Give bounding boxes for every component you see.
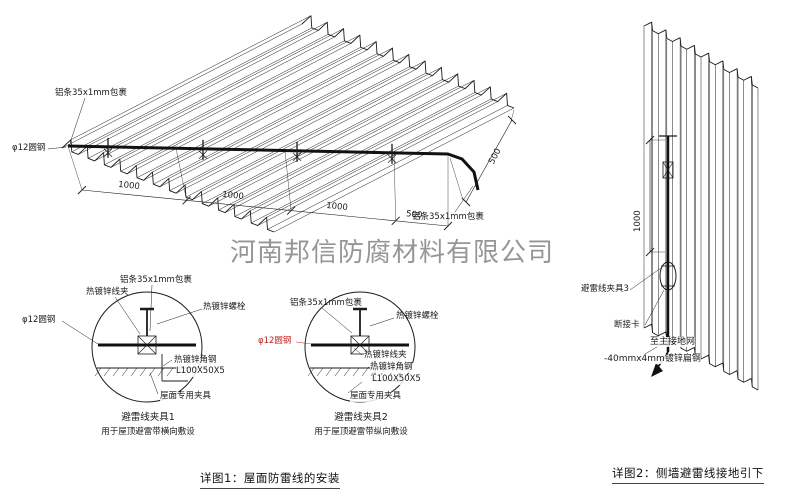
detail2-label-angle-spec: L100X50X5 (372, 374, 421, 385)
wall-label-disconnect: 断接卡 (614, 320, 640, 331)
detail2-label-bolt: 热镀锌螺栓 (396, 311, 439, 321)
detail1-label-strip: 铝条35x1mm包裹 (120, 275, 192, 285)
roof-dim-1000-b: 1000 (221, 189, 245, 203)
roof-label-aluminum-strip-right: 铝条35x1mm包裹 (412, 212, 484, 222)
roof-label-round-steel: φ12圆钢 (12, 143, 46, 153)
detail2-label-wire-clamp: 热镀锌线夹 (364, 350, 407, 361)
detail1-title: 避雷线夹具1 (121, 412, 175, 423)
detail2-label-round-steel: φ12圆钢 (258, 336, 292, 346)
caption-detail1: 详图1：屋面防雷线的安装 (200, 470, 340, 489)
wall-label-flat-steel: -40mmx4mm镀锌扁钢 (604, 354, 701, 365)
roof-corrugated-panel (61, 15, 515, 233)
detail2-label-angle-steel: 热镀锌角钢 (370, 362, 413, 373)
detail-circle-1 (91, 291, 203, 403)
detail2-subtitle: 用于屋顶避雷带纵向敷设 (314, 427, 408, 437)
wall-dim-1000: 1000 (633, 210, 643, 232)
watermark-text: 河南邦信防腐材料有限公司 (230, 238, 555, 268)
detail2-label-strip: 铝条35x1mm包裹 (290, 298, 362, 308)
detail2-label-roof-clamp: 屋面专用夹具 (350, 391, 402, 402)
lightning-wire-roof (67, 137, 480, 191)
detail2-title: 避雷线夹具2 (334, 412, 388, 423)
wall-corrugated-panel (643, 21, 759, 391)
roof-dim-500-a: 500 (405, 209, 423, 221)
detail1-label-roof-clamp: 屋面专用夹具 (160, 391, 212, 402)
wall-label-to-ground: 至主接地网 (650, 337, 696, 348)
roof-label-aluminum-strip-left: 铝条35x1mm包裹 (55, 88, 127, 98)
wall-label-clamp3: 避雷线夹具3 (581, 284, 629, 295)
detail2-leader-lines (295, 307, 395, 394)
roof-dim-1000-c: 1000 (325, 200, 349, 214)
roof-leader-lines (47, 97, 474, 213)
detail1-label-wire-clamp: 热镀锌线夹 (86, 287, 129, 297)
detail1-subtitle: 用于屋顶避雷带横向敷设 (101, 427, 195, 437)
detail1-label-angle-spec: L100X50X5 (176, 366, 225, 377)
caption-detail2: 详图2：侧墙避雷线接地引下 (612, 465, 764, 484)
detail1-label-bolt: 热镀锌螺栓 (203, 302, 246, 312)
detail1-label-round-steel: φ12圆钢 (22, 315, 56, 325)
roof-dim-1000-a: 1000 (117, 179, 141, 193)
roof-dimension-lines (67, 109, 517, 231)
detail1-label-angle-steel: 热镀锌角钢 (174, 355, 217, 366)
detail1-leader-lines (61, 284, 203, 395)
